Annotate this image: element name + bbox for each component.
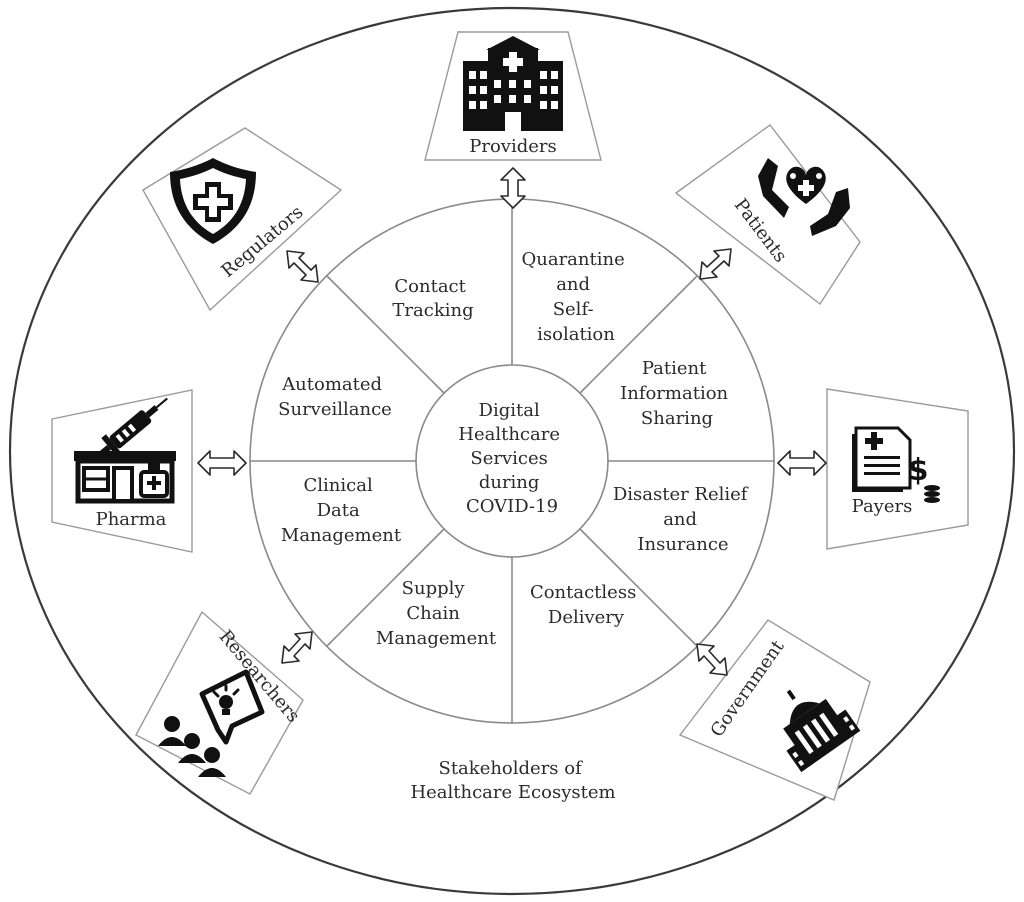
hospital-icon — [463, 36, 563, 131]
stakeholder-providers: Providers — [424, 31, 602, 161]
divider-2 — [579, 275, 698, 394]
stakeholder-government: Government — [678, 619, 871, 801]
center-title-line: COVID-19 — [466, 496, 558, 517]
idea-presentation-icon — [158, 669, 265, 777]
segment-automated-surveillance: Automated Surveillance — [278, 374, 392, 420]
footer-caption: Stakeholders of Healthcare Ecosystem — [410, 758, 615, 803]
pharmacy-syringe-icon — [74, 397, 176, 504]
capitol-building-icon — [783, 689, 861, 773]
arrow-payers — [777, 450, 827, 476]
center-hub — [415, 364, 609, 558]
divider-8 — [326, 275, 445, 394]
segment-contactless-delivery: Contactless Delivery — [530, 582, 642, 628]
arrow-researchers — [281, 631, 313, 664]
center-title-line: during — [479, 472, 540, 493]
center-title: Digital Healthcare Services during COVID… — [458, 400, 565, 517]
svg-text:$: $ — [908, 453, 929, 488]
stakeholder-pharma: Pharma — [51, 389, 193, 553]
segment-quarantine: Quarantine and Self- isolation — [522, 249, 631, 345]
arrow-pharma — [197, 450, 247, 476]
arrow-regulators — [286, 250, 319, 283]
divider-4 — [579, 528, 698, 647]
services-wheel — [249, 198, 775, 724]
care-hands-icon — [758, 158, 850, 236]
arrow-patients — [699, 248, 732, 280]
stakeholder-payers: $ Payers — [826, 388, 969, 550]
segment-contact-tracking: Contact Tracking — [392, 276, 473, 321]
center-title-line: Services — [470, 448, 547, 469]
stakeholder-label: Pharma — [96, 509, 167, 530]
center-title-line: Digital — [479, 400, 540, 421]
segment-patient-information: Patient Information Sharing — [620, 358, 734, 429]
arrow-providers — [500, 167, 526, 209]
shield-cross-icon — [170, 158, 256, 244]
segment-supply-chain: Supply Chain Management — [376, 578, 497, 649]
stakeholder-label: Payers — [852, 496, 913, 517]
center-title-line: Healthcare — [458, 424, 560, 445]
arrow-government — [696, 643, 728, 676]
stakeholder-label: Providers — [469, 136, 557, 157]
divider-6 — [326, 528, 445, 647]
segment-disaster-relief: Disaster Relief and Insurance — [613, 484, 753, 555]
segment-clinical-data: Clinical Data Management — [281, 475, 402, 546]
invoice-dollar-icon: $ — [852, 426, 940, 503]
